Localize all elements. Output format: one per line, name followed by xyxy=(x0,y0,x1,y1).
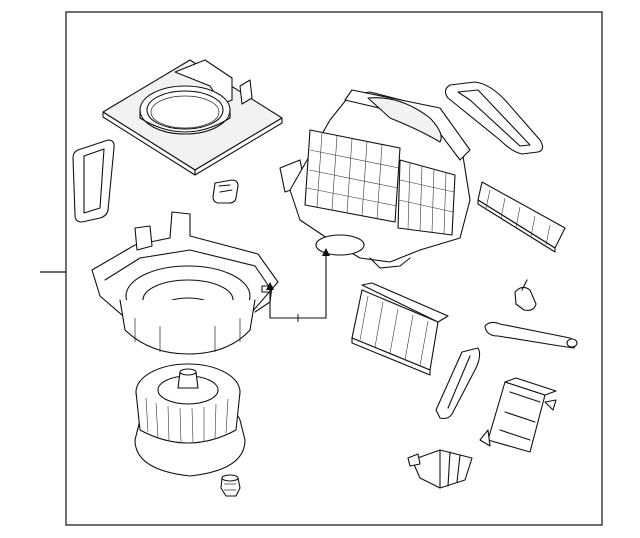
filter-access-gasket xyxy=(444,81,544,155)
small-grommet xyxy=(212,179,239,204)
vent-duct xyxy=(435,347,481,420)
blower-motor-fan xyxy=(134,363,246,477)
temperature-sensor-probe xyxy=(484,321,578,349)
fresh-air-gasket xyxy=(72,139,115,223)
mounting-screw xyxy=(220,474,241,497)
assembly-bracket xyxy=(266,248,330,322)
cabin-air-filter xyxy=(477,181,566,253)
diagram-frame xyxy=(65,11,603,526)
blower-housing-cover xyxy=(102,59,283,176)
blower-case xyxy=(91,211,279,355)
evaporator-heater-unit xyxy=(279,89,471,269)
sensor xyxy=(514,279,537,311)
resistor-module xyxy=(479,377,557,453)
actuator xyxy=(407,449,473,489)
evaporator-core xyxy=(351,282,449,376)
